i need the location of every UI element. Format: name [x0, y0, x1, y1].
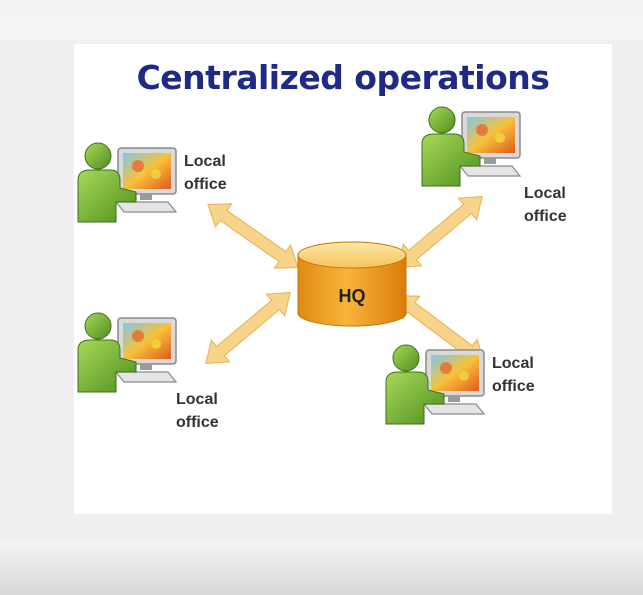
node-label-bottom-left: Local office	[176, 391, 219, 431]
person-at-computer-icon	[77, 312, 177, 393]
node-label-bottom-right: Local office	[492, 355, 535, 395]
hub-label: HQ	[339, 286, 366, 306]
node-label-top-right: Local office	[524, 185, 567, 225]
person-at-computer-icon	[77, 142, 177, 223]
screen-bottom-band	[0, 540, 643, 595]
arrow-upper-left	[199, 192, 307, 280]
diagram-title: Centralized operations	[136, 58, 550, 97]
database-cylinder-icon: HQ	[297, 241, 407, 327]
person-at-computer-icon	[421, 106, 521, 187]
screen-top-band	[0, 0, 643, 40]
node-label-top-left: Local office	[184, 153, 227, 193]
arrow-lower-left	[196, 281, 300, 375]
person-at-computer-icon	[385, 344, 485, 425]
